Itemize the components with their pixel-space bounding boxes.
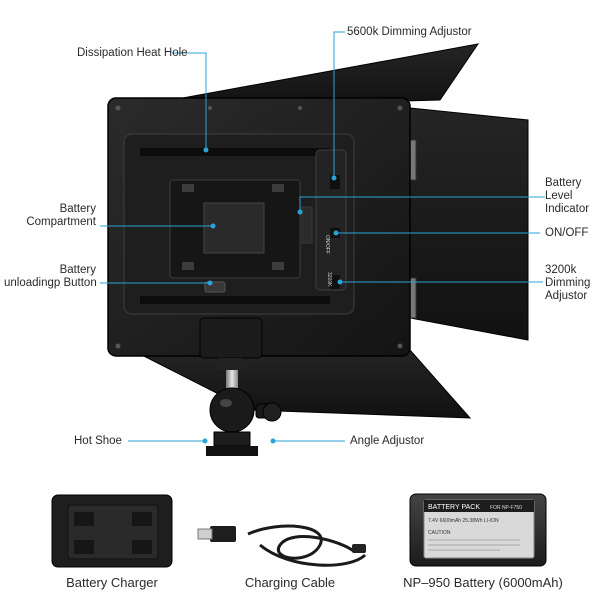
- callout-3200k-line2: Dimming: [545, 277, 591, 289]
- callout-battery-level-indicator: Battery Level Indicator: [545, 177, 589, 216]
- callout-battery-level-line2: Level: [545, 190, 573, 202]
- callout-dissipation-heat-hole: Dissipation Heat Hole: [77, 47, 188, 59]
- caption-charging-cable: Charging Cable: [244, 575, 336, 590]
- light-panel-body: ON/OFF 3200K: [107, 97, 411, 357]
- callout-battery-unloading-button: Battery unloadingp Button: [4, 264, 97, 290]
- callout-battery-level-line3: Indicator: [545, 203, 590, 215]
- right-barn-door: [403, 107, 529, 341]
- battery-pack-model: FOR NP-F750: [490, 505, 522, 511]
- caption-battery-charger: Battery Charger: [66, 575, 158, 590]
- micro-usb-plug: [352, 544, 366, 553]
- callout-battery-unloading-line2: unloadingp Button: [4, 277, 97, 289]
- battery-charger: [51, 494, 173, 568]
- callout-battery-unloading-line1: Battery: [59, 264, 96, 276]
- callout-3200k-dimming-adjustor: 3200k Dimming Adjustor: [545, 264, 590, 303]
- callout-battery-compartment-line2: Compartment: [26, 216, 96, 228]
- bottom-barn-door: [131, 349, 472, 419]
- k3200-marking: 3200K: [326, 272, 332, 287]
- callout-lines: [100, 31, 545, 442]
- np950-battery: BATTERY PACK FOR NP-F750 7.4V 6600mAh 25…: [409, 493, 547, 567]
- callout-battery-level-line1: Battery: [545, 177, 582, 189]
- callout-5600k-dimming-adjustor: 5600k Dimming Adjustor: [347, 26, 472, 38]
- on-off-marking: ON/OFF: [324, 235, 330, 254]
- callout-battery-compartment: Battery Compartment: [26, 203, 96, 229]
- callout-angle-adjustor: Angle Adjustor: [350, 435, 425, 447]
- callout-hot-shoe: Hot Shoe: [74, 435, 122, 447]
- battery-pack-title: BATTERY PACK: [428, 504, 480, 511]
- callout-3200k-line1: 3200k: [545, 264, 577, 276]
- callout-3200k-line3: Adjustor: [545, 290, 588, 302]
- callout-dots: [202, 147, 343, 444]
- callout-battery-compartment-line1: Battery: [59, 203, 96, 215]
- usb-plug: [197, 526, 236, 542]
- charging-cable: [247, 524, 367, 567]
- mount-ball-head: [199, 317, 282, 456]
- caption-np950-battery: NP–950 Battery (6000mAh): [403, 575, 563, 590]
- callout-on-off: ON/OFF: [545, 227, 589, 239]
- battery-pack-spec: 7.4V 6600mAh 25.38Wh LI-ION: [428, 518, 499, 524]
- battery-pack-caution: CAUTION: [428, 530, 451, 536]
